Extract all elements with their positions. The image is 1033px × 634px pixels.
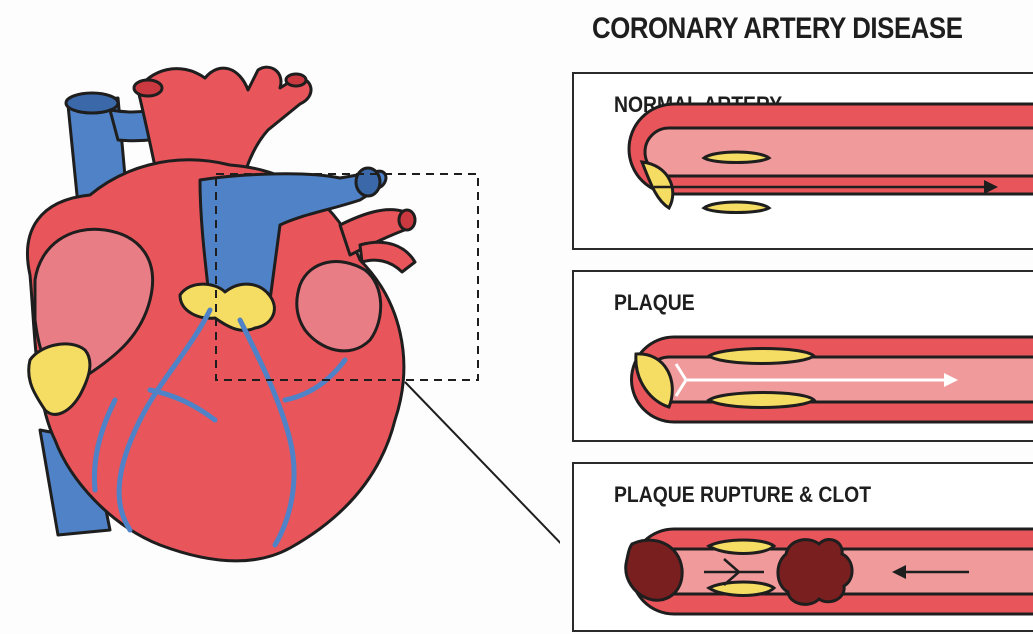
artery-plaque-diagram bbox=[574, 272, 1033, 444]
heart-illustration bbox=[0, 0, 560, 621]
panel-plaque: PLAQUE bbox=[572, 270, 1033, 442]
panel-normal-artery: NORMAL ARTERY bbox=[572, 72, 1033, 250]
zoom-connector-line bbox=[405, 382, 560, 555]
diagram-canvas: CORONARY ARTERY DISEASE NORMAL ARTERY PL… bbox=[0, 0, 1033, 621]
blood-clot bbox=[778, 539, 852, 604]
artery-normal-diagram bbox=[574, 74, 1033, 252]
panel-plaque-rupture: PLAQUE RUPTURE & CLOT bbox=[572, 462, 1033, 632]
artery-rupture-diagram bbox=[574, 464, 1033, 634]
page-title: CORONARY ARTERY DISEASE bbox=[592, 12, 962, 46]
